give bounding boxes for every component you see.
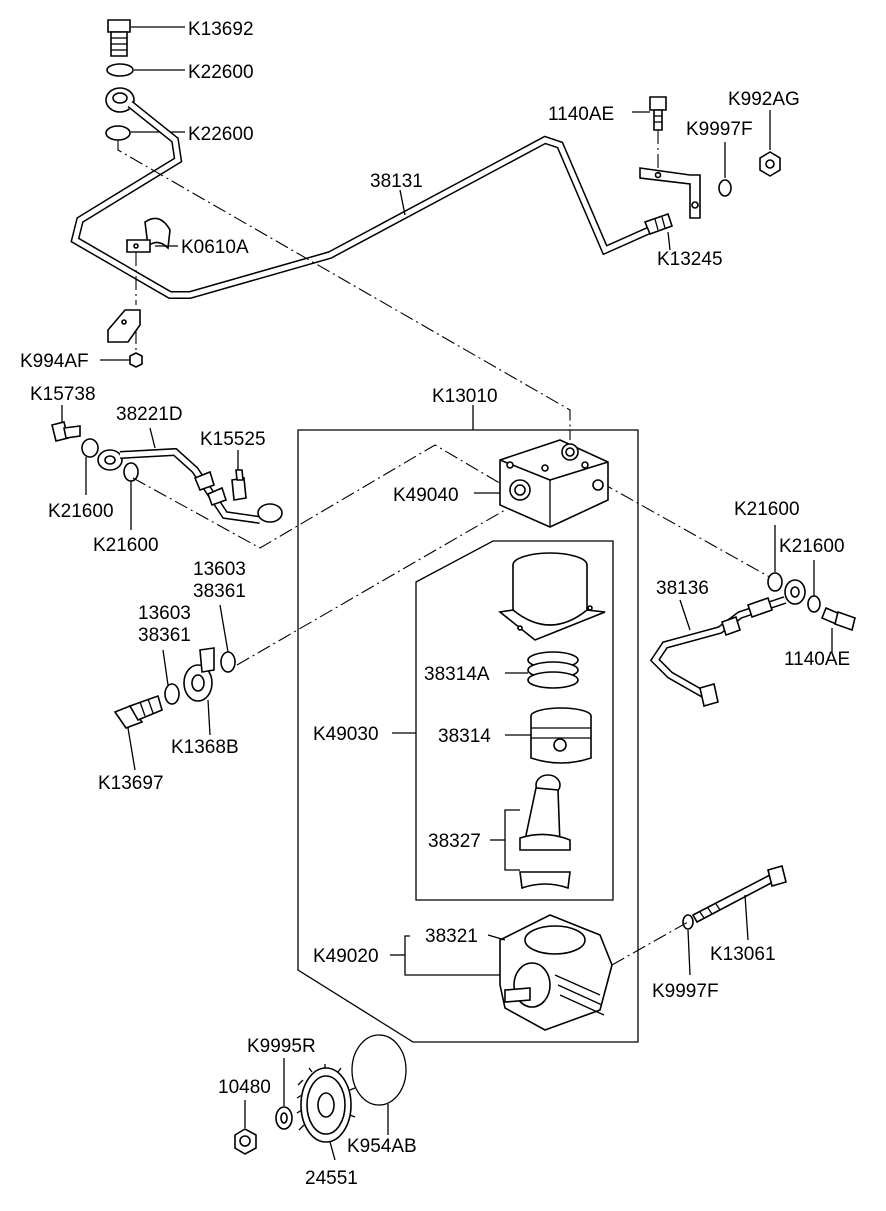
banjo-bolt-k13692 — [107, 19, 131, 57]
assembly-frame-k13010 — [297, 429, 639, 1043]
label-38131: 38131 — [370, 171, 423, 192]
washer-k21600-right2 — [807, 595, 821, 613]
label-38314a: 38314A — [424, 664, 490, 685]
tube-38131 — [70, 100, 652, 299]
label-1140ae-right: 1140AE — [784, 649, 850, 670]
label-k13692: K13692 — [188, 19, 254, 40]
nut-k994af — [129, 352, 143, 368]
label-k15738: K15738 — [30, 384, 96, 405]
label-k0610a: K0610A — [181, 237, 249, 258]
label-13603-b: 13603 — [138, 603, 191, 624]
label-k15525: K15525 — [200, 429, 266, 450]
label-k21600-left1: K21600 — [48, 501, 114, 522]
label-k994af: K994AF — [20, 351, 89, 372]
label-k9995r: K9995R — [247, 1036, 316, 1057]
label-k21600-right2: K21600 — [779, 536, 845, 557]
label-38221d: 38221D — [116, 404, 183, 425]
label-38361-a: 38361 — [193, 581, 246, 602]
label-k22600-lower: K22600 — [188, 124, 254, 145]
assembly-frame-k49030 — [415, 540, 614, 901]
washer-k21600-left2 — [123, 462, 139, 482]
washer-k21600-left1 — [81, 438, 99, 458]
label-38321: 38321 — [425, 926, 478, 947]
washer-k22600-top — [106, 63, 134, 77]
label-38327: 38327 — [428, 831, 481, 852]
banjo-k1368b — [183, 647, 215, 702]
label-k49020: K49020 — [313, 946, 379, 967]
washer-k9997f-bottom — [682, 914, 694, 930]
label-38314: 38314 — [438, 726, 491, 747]
bolt-k13697 — [113, 694, 163, 729]
label-k992ag: K992AG — [728, 89, 800, 110]
washer-38361-left — [164, 683, 180, 705]
bolt-k13061 — [691, 865, 787, 924]
label-k49030: K49030 — [313, 724, 379, 745]
label-k22600-top: K22600 — [188, 62, 254, 83]
bolt-1140ae-top — [649, 96, 667, 131]
cylinder-liner — [498, 552, 606, 641]
label-k21600-left2: K21600 — [93, 535, 159, 556]
piston-rings-38314a — [527, 651, 579, 689]
label-38361-b: 38361 — [138, 625, 191, 646]
label-38136: 38136 — [656, 578, 709, 599]
washer-k22600-lower — [105, 125, 131, 141]
bracket-top — [639, 167, 701, 219]
o-ring-k954ab — [351, 1034, 407, 1106]
label-1140ae-top: 1140AE — [548, 104, 614, 125]
washer-38361-right — [220, 651, 236, 673]
washer-k9997f-top — [718, 179, 732, 197]
label-k9997f-bottom: K9997F — [652, 981, 719, 1002]
label-k13697: K13697 — [98, 773, 164, 794]
label-k13061: K13061 — [710, 944, 776, 965]
cylinder-head-k49040 — [499, 439, 609, 528]
bolt-1140ae-right — [820, 606, 856, 632]
label-24551: 24551 — [305, 1168, 358, 1189]
label-13603-a: 13603 — [193, 559, 246, 580]
washer-k21600-right1 — [767, 572, 783, 592]
clamp-k0610a — [144, 217, 171, 250]
label-k954ab: K954AB — [347, 1136, 417, 1157]
label-k49040: K49040 — [393, 485, 459, 506]
label-k1368b: K1368B — [171, 737, 239, 758]
gear-24551 — [296, 1064, 356, 1143]
crankcase-k49020 — [499, 914, 613, 1031]
label-k13245: K13245 — [657, 249, 723, 270]
label-k21600-right1: K21600 — [734, 499, 800, 520]
piston-38314 — [530, 707, 592, 764]
label-k13010: K13010 — [432, 386, 498, 407]
connecting-rod-38327 — [519, 774, 571, 890]
tube-38136 — [649, 596, 787, 699]
label-k9997f-top: K9997F — [686, 119, 753, 140]
bolt-k15738 — [51, 421, 81, 442]
label-10480: 10480 — [218, 1077, 271, 1098]
fitting-k15525 — [231, 469, 247, 501]
bracket-lower — [107, 309, 141, 343]
